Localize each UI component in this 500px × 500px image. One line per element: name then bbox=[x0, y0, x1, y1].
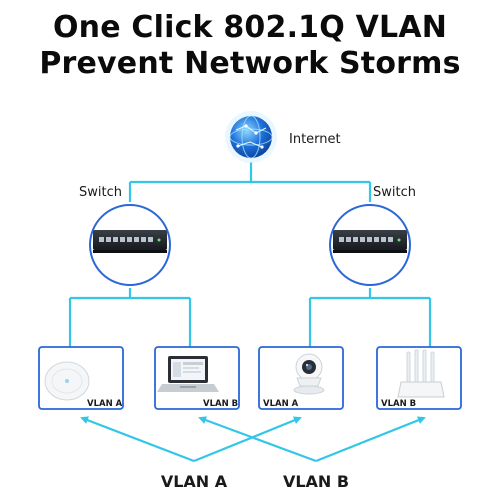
network-switch-icon bbox=[333, 230, 407, 253]
device-2-vlan-label: VLAN B bbox=[203, 399, 238, 409]
title-line-2: Prevent Network Storms bbox=[39, 46, 461, 81]
device-1-vlan-label: VLAN A bbox=[87, 399, 123, 409]
arrow-vlan-b-to-device-2 bbox=[198, 416, 317, 463]
internet-label: Internet bbox=[289, 132, 341, 147]
device-box-2: VLAN B bbox=[154, 346, 240, 410]
title-line-1: One Click 802.1Q VLAN bbox=[52, 10, 448, 45]
device-4-vlan-label: VLAN B bbox=[381, 399, 416, 409]
network-switch-icon bbox=[93, 230, 167, 253]
switch-node-left: Switch bbox=[79, 185, 171, 286]
legend-vlan-a: VLAN A bbox=[161, 472, 228, 491]
switch-left-label: Switch bbox=[79, 185, 122, 200]
device-box-4: VLAN B bbox=[376, 346, 462, 410]
arrow-vlan-a-to-device-3 bbox=[193, 416, 302, 463]
laptop-icon bbox=[157, 356, 219, 392]
device-box-3: VLAN A bbox=[258, 346, 344, 410]
device-3-vlan-label: VLAN A bbox=[263, 399, 299, 409]
globe-icon bbox=[225, 111, 277, 163]
device-box-1: VLAN A bbox=[38, 346, 124, 410]
switch-node-right: Switch bbox=[329, 185, 416, 286]
switch-right-label: Switch bbox=[373, 185, 416, 200]
internet-node: Internet bbox=[225, 111, 341, 163]
access-point-icon bbox=[44, 361, 90, 401]
connector-lines bbox=[68, 162, 432, 347]
arrow-vlan-b-to-device-4 bbox=[315, 416, 426, 463]
vlan-arrows bbox=[80, 416, 426, 463]
security-camera-icon bbox=[293, 353, 325, 395]
arrow-vlan-a-to-device-1 bbox=[80, 416, 195, 463]
wifi-router-icon bbox=[397, 349, 445, 398]
legend-vlan-b: VLAN B bbox=[283, 472, 349, 491]
